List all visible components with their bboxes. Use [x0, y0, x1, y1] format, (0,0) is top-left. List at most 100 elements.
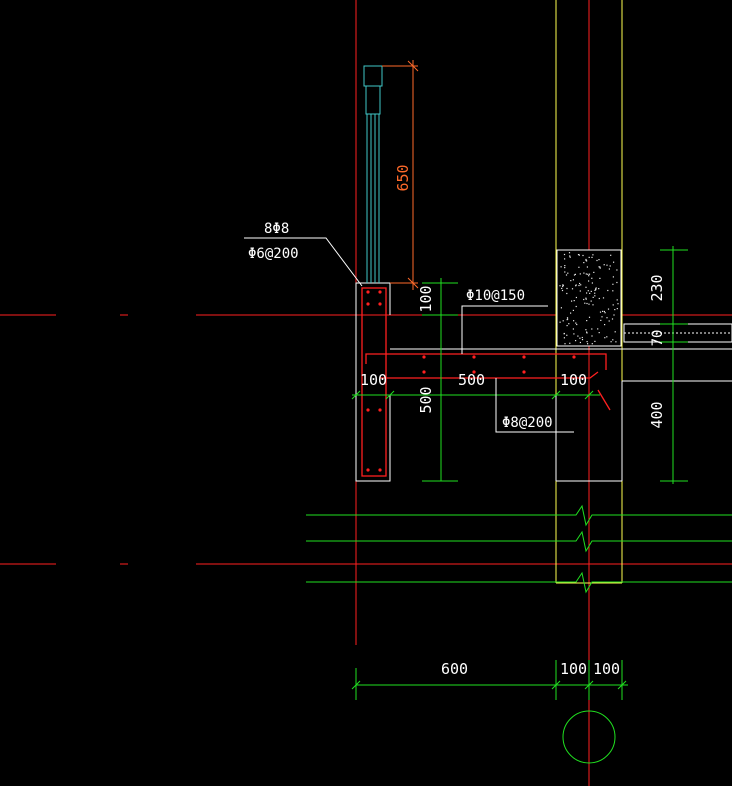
- hatch-speck: [594, 289, 596, 291]
- hatch-speck: [606, 317, 608, 319]
- hatch-speck: [575, 340, 577, 342]
- rebar-section-dot: [378, 468, 382, 472]
- hatch-speck: [594, 340, 596, 342]
- hatch-speck: [586, 266, 588, 268]
- hatch-speck: [572, 309, 574, 311]
- hatch-speck: [573, 333, 575, 335]
- hatch-speck: [571, 288, 574, 290]
- dim-label-230: 230: [648, 274, 666, 301]
- hatch-speck: [575, 284, 577, 286]
- hatch-speck: [598, 259, 600, 261]
- hatch-speck: [565, 274, 568, 276]
- dim-h-upper-tick-3: [551, 390, 561, 400]
- hatch-speck: [616, 269, 618, 271]
- hatch-speck: [597, 328, 599, 330]
- hatch-speck: [573, 300, 575, 302]
- hatch-speck: [607, 289, 609, 292]
- hatch-speck: [583, 298, 585, 301]
- hatch-speck: [617, 303, 619, 305]
- hatch-speck: [564, 258, 566, 260]
- hatch-speck: [600, 319, 602, 321]
- beam-stirrup: [361, 287, 387, 477]
- hatch-speck: [599, 267, 601, 269]
- hatch-speck: [591, 335, 593, 337]
- hatch-speck: [616, 308, 618, 310]
- hatch-speck: [610, 341, 612, 343]
- slab-rebar-top-label: Φ10@150: [466, 288, 525, 304]
- break-line-3: [306, 571, 732, 594]
- hatch-speck: [573, 274, 576, 276]
- edge-beam-outline: [355, 282, 391, 482]
- hatch-speck: [599, 277, 601, 279]
- dim-h-bottom-tick-2: [551, 680, 561, 690]
- hatch-speck: [585, 286, 587, 288]
- hatch-speck: [579, 341, 581, 344]
- leader-slab-bottom: [495, 378, 574, 433]
- hatch-speck: [587, 290, 589, 292]
- hatch-speck: [614, 331, 616, 333]
- hatch-speck: [612, 276, 614, 278]
- railing: [363, 65, 383, 283]
- hatch-speck: [586, 302, 588, 305]
- hatch-speck: [589, 292, 591, 294]
- hatch-speck: [573, 320, 575, 322]
- hatch-speck: [579, 337, 581, 339]
- hatch-speck: [601, 316, 603, 318]
- hatch-speck: [616, 299, 618, 301]
- hatch-speck: [612, 304, 614, 306]
- hatch-speck: [598, 266, 600, 268]
- hatch-speck: [586, 292, 588, 294]
- concrete-hatch-box: [556, 249, 622, 347]
- hatch-speck: [590, 300, 592, 302]
- rebar-section-dot: [472, 355, 476, 359]
- hatch-speck: [579, 273, 581, 275]
- hatch-speck: [575, 305, 577, 308]
- dim-label-100-b: 100: [560, 371, 587, 389]
- structure-outline: [355, 282, 732, 482]
- hatch-speck: [588, 280, 590, 282]
- hatch-speck: [585, 259, 587, 262]
- dim-label-70: 70: [650, 330, 666, 347]
- hatch-speck: [575, 296, 577, 299]
- railing-handrail: [365, 85, 381, 115]
- hatch-speck: [559, 285, 561, 287]
- hatch-speck: [564, 265, 566, 267]
- concrete-hatch: [556, 249, 622, 347]
- hatch-speck: [578, 254, 580, 256]
- hatch-speck: [612, 283, 614, 285]
- axis-bubble: [562, 710, 616, 764]
- hatch-speck: [591, 277, 593, 279]
- break-line-1: [306, 504, 732, 527]
- rebar-section-dot: [522, 370, 526, 374]
- dim-h-upper-tick-2: [385, 390, 395, 400]
- hatch-speck: [559, 321, 561, 323]
- hatch-speck: [567, 318, 569, 320]
- hatch-speck: [608, 320, 610, 322]
- hatch-speck: [574, 273, 576, 275]
- hatch-speck: [603, 310, 605, 313]
- rebar-section-dot: [422, 355, 426, 359]
- hatch-speck: [595, 288, 597, 290]
- hatch-speck: [569, 255, 571, 257]
- hatch-speck: [575, 322, 577, 324]
- hatch-speck: [579, 290, 581, 292]
- hatch-speck: [591, 328, 593, 330]
- railing-dimension: [382, 60, 419, 290]
- hatch-speck: [566, 325, 568, 327]
- hatch-speck: [599, 311, 602, 313]
- hatch-speck: [588, 256, 590, 258]
- hatch-speck: [613, 261, 615, 263]
- hatch-speck: [602, 310, 604, 312]
- hatch-speck: [570, 280, 572, 282]
- dim-label-100-v: 100: [417, 285, 435, 312]
- hatch-speck: [581, 336, 583, 339]
- hatch-speck: [584, 302, 586, 304]
- dim-label-400: 400: [648, 401, 666, 428]
- dimension-lines: [306, 246, 732, 764]
- hatch-speck: [603, 264, 605, 266]
- hatch-speck: [585, 258, 587, 261]
- hatch-speck: [588, 275, 590, 277]
- rebar-section-dot: [572, 355, 576, 359]
- railing-dim-tick-bottom: [407, 277, 419, 289]
